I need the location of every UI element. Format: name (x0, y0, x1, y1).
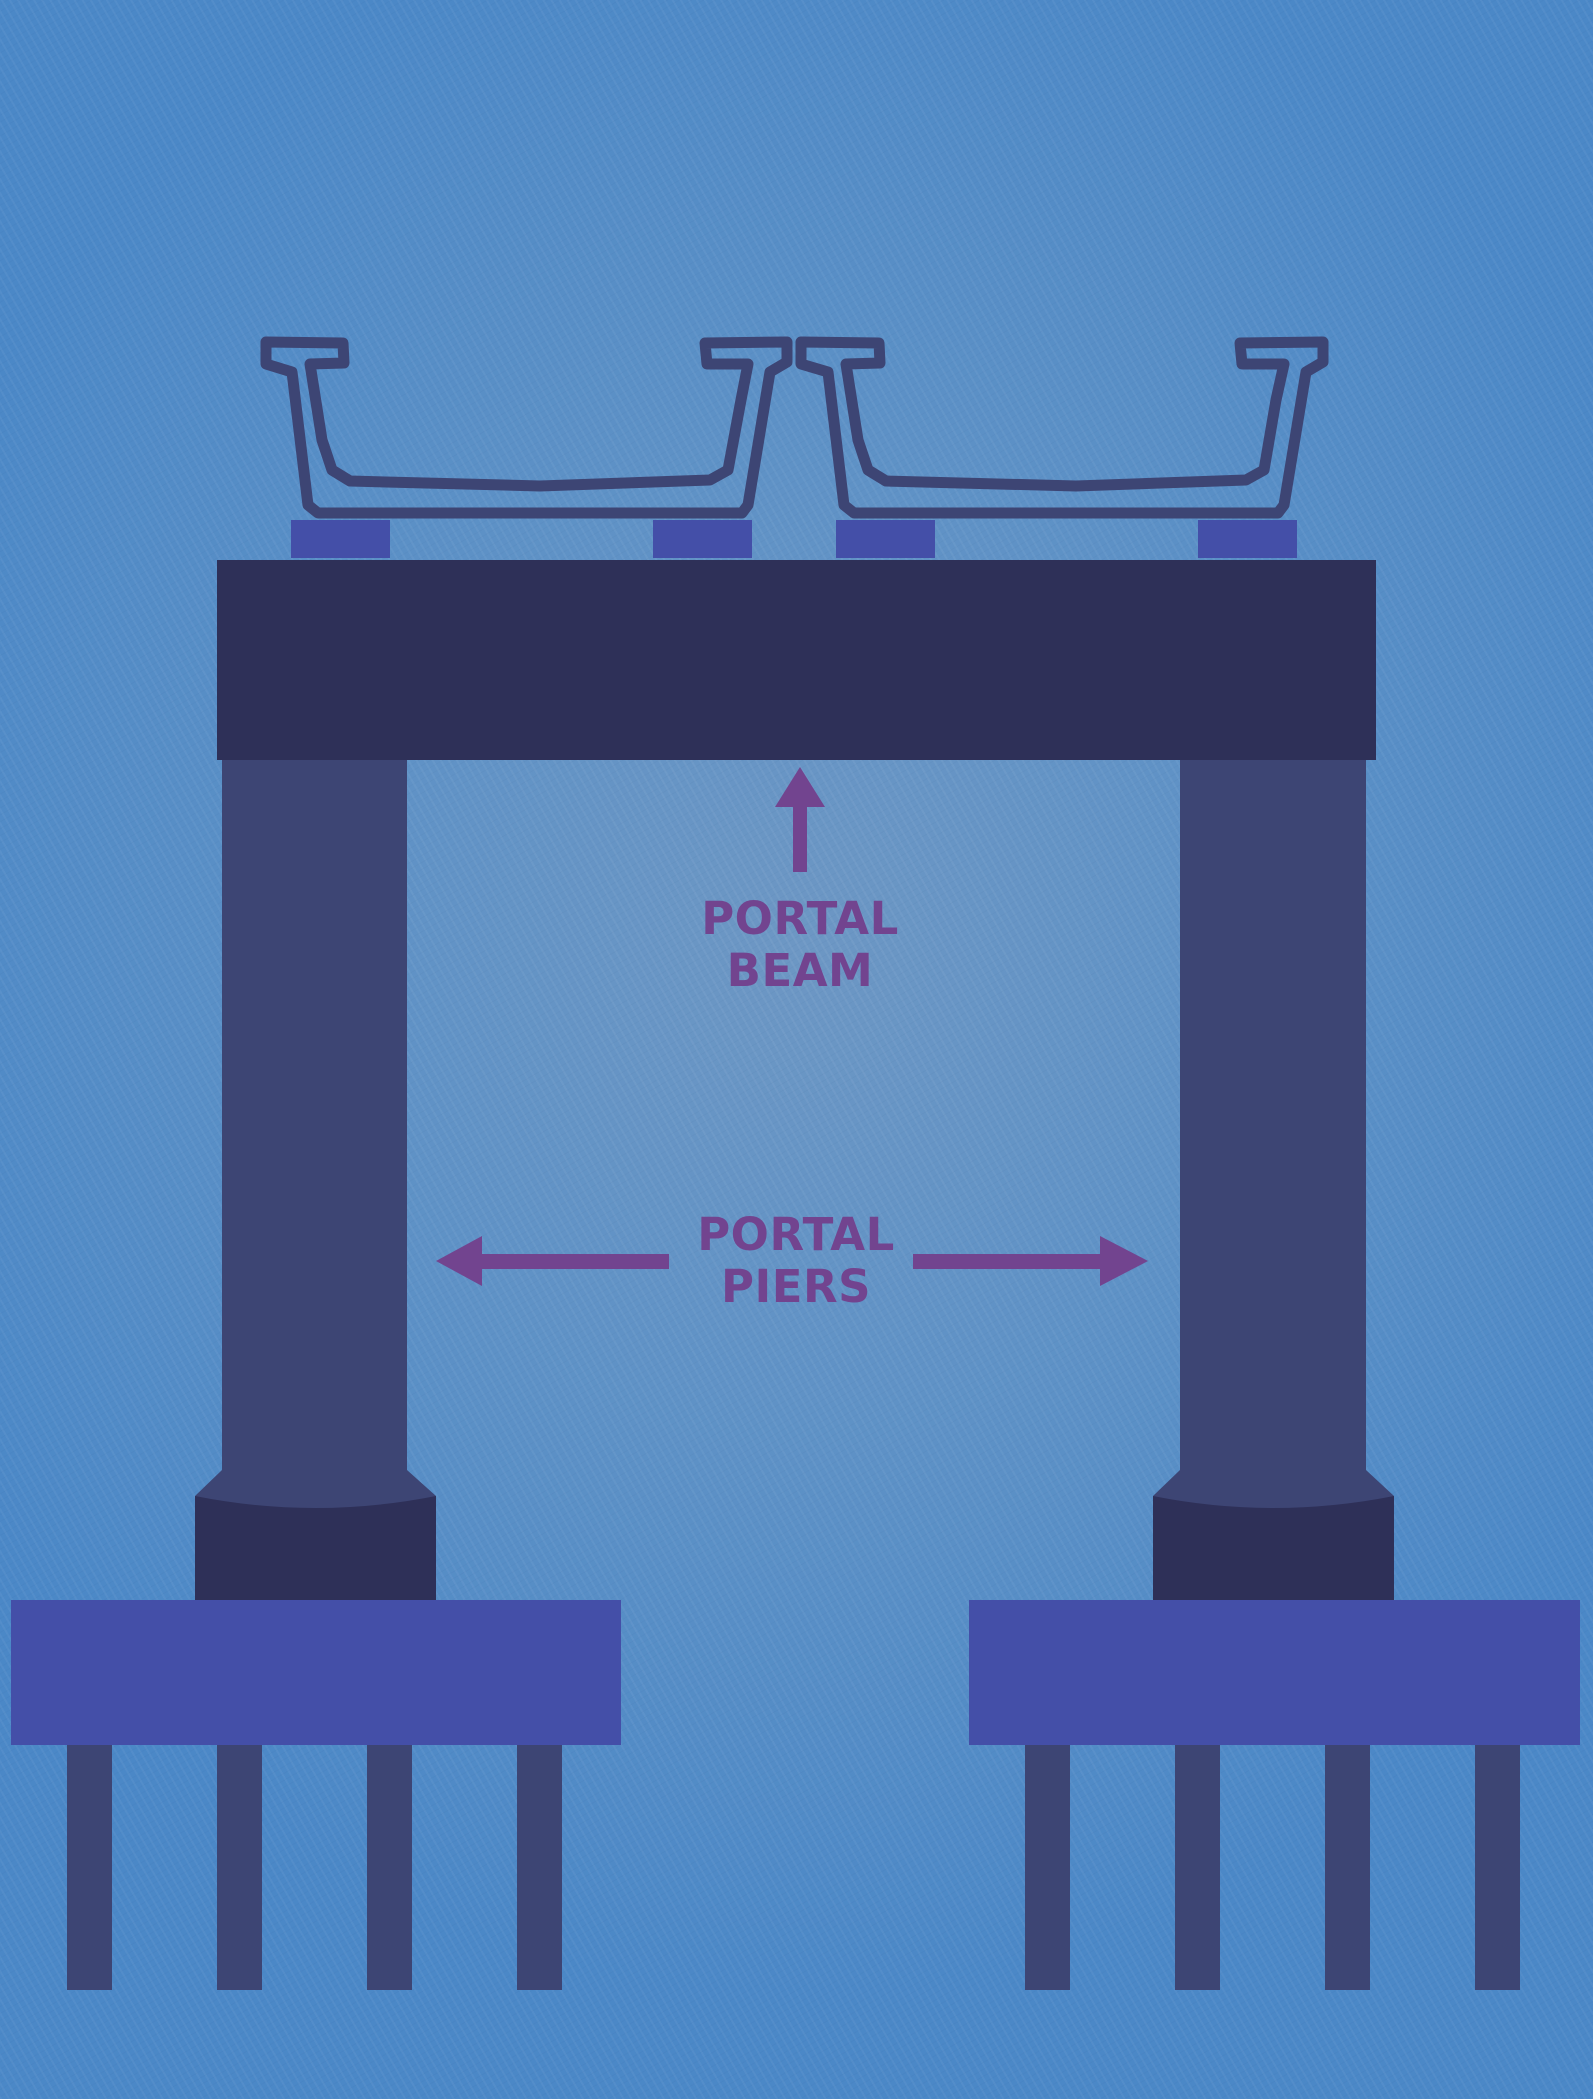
arrow-left-icon (436, 1236, 669, 1286)
pile-left-2 (217, 1745, 262, 1990)
bearing-4 (1198, 520, 1297, 558)
bearing-1 (291, 520, 390, 558)
left-u-girder-icon (260, 336, 793, 519)
portal-beam (217, 560, 1376, 760)
portal-piers-label: PORTAL PIERS (676, 1209, 916, 1313)
portal-beam-label-line2: BEAM (726, 944, 874, 997)
portal-pier-right (1180, 760, 1366, 1500)
right-u-girder-icon (795, 336, 1329, 519)
pile-cap-right (969, 1600, 1580, 1745)
pile-left-1 (67, 1745, 112, 1990)
pier-collar-left (195, 1470, 436, 1601)
portal-beam-label: PORTAL BEAM (680, 893, 920, 997)
portal-beam-label-line1: PORTAL (701, 892, 899, 945)
pier-collar-right (1153, 1470, 1394, 1601)
portal-piers-label-line1: PORTAL (697, 1208, 895, 1261)
portal-piers-label-line2: PIERS (720, 1260, 872, 1313)
pile-right-3 (1325, 1745, 1370, 1990)
pile-left-4 (517, 1745, 562, 1990)
pile-right-4 (1475, 1745, 1520, 1990)
portal-pier-left (222, 760, 407, 1500)
arrow-right-icon (913, 1236, 1148, 1286)
bearing-2 (653, 520, 752, 558)
pile-right-1 (1025, 1745, 1070, 1990)
pile-cap-left (11, 1600, 621, 1745)
arrow-up-icon (775, 767, 825, 872)
bearing-3 (836, 520, 935, 558)
pile-left-3 (367, 1745, 412, 1990)
pile-right-2 (1175, 1745, 1220, 1990)
